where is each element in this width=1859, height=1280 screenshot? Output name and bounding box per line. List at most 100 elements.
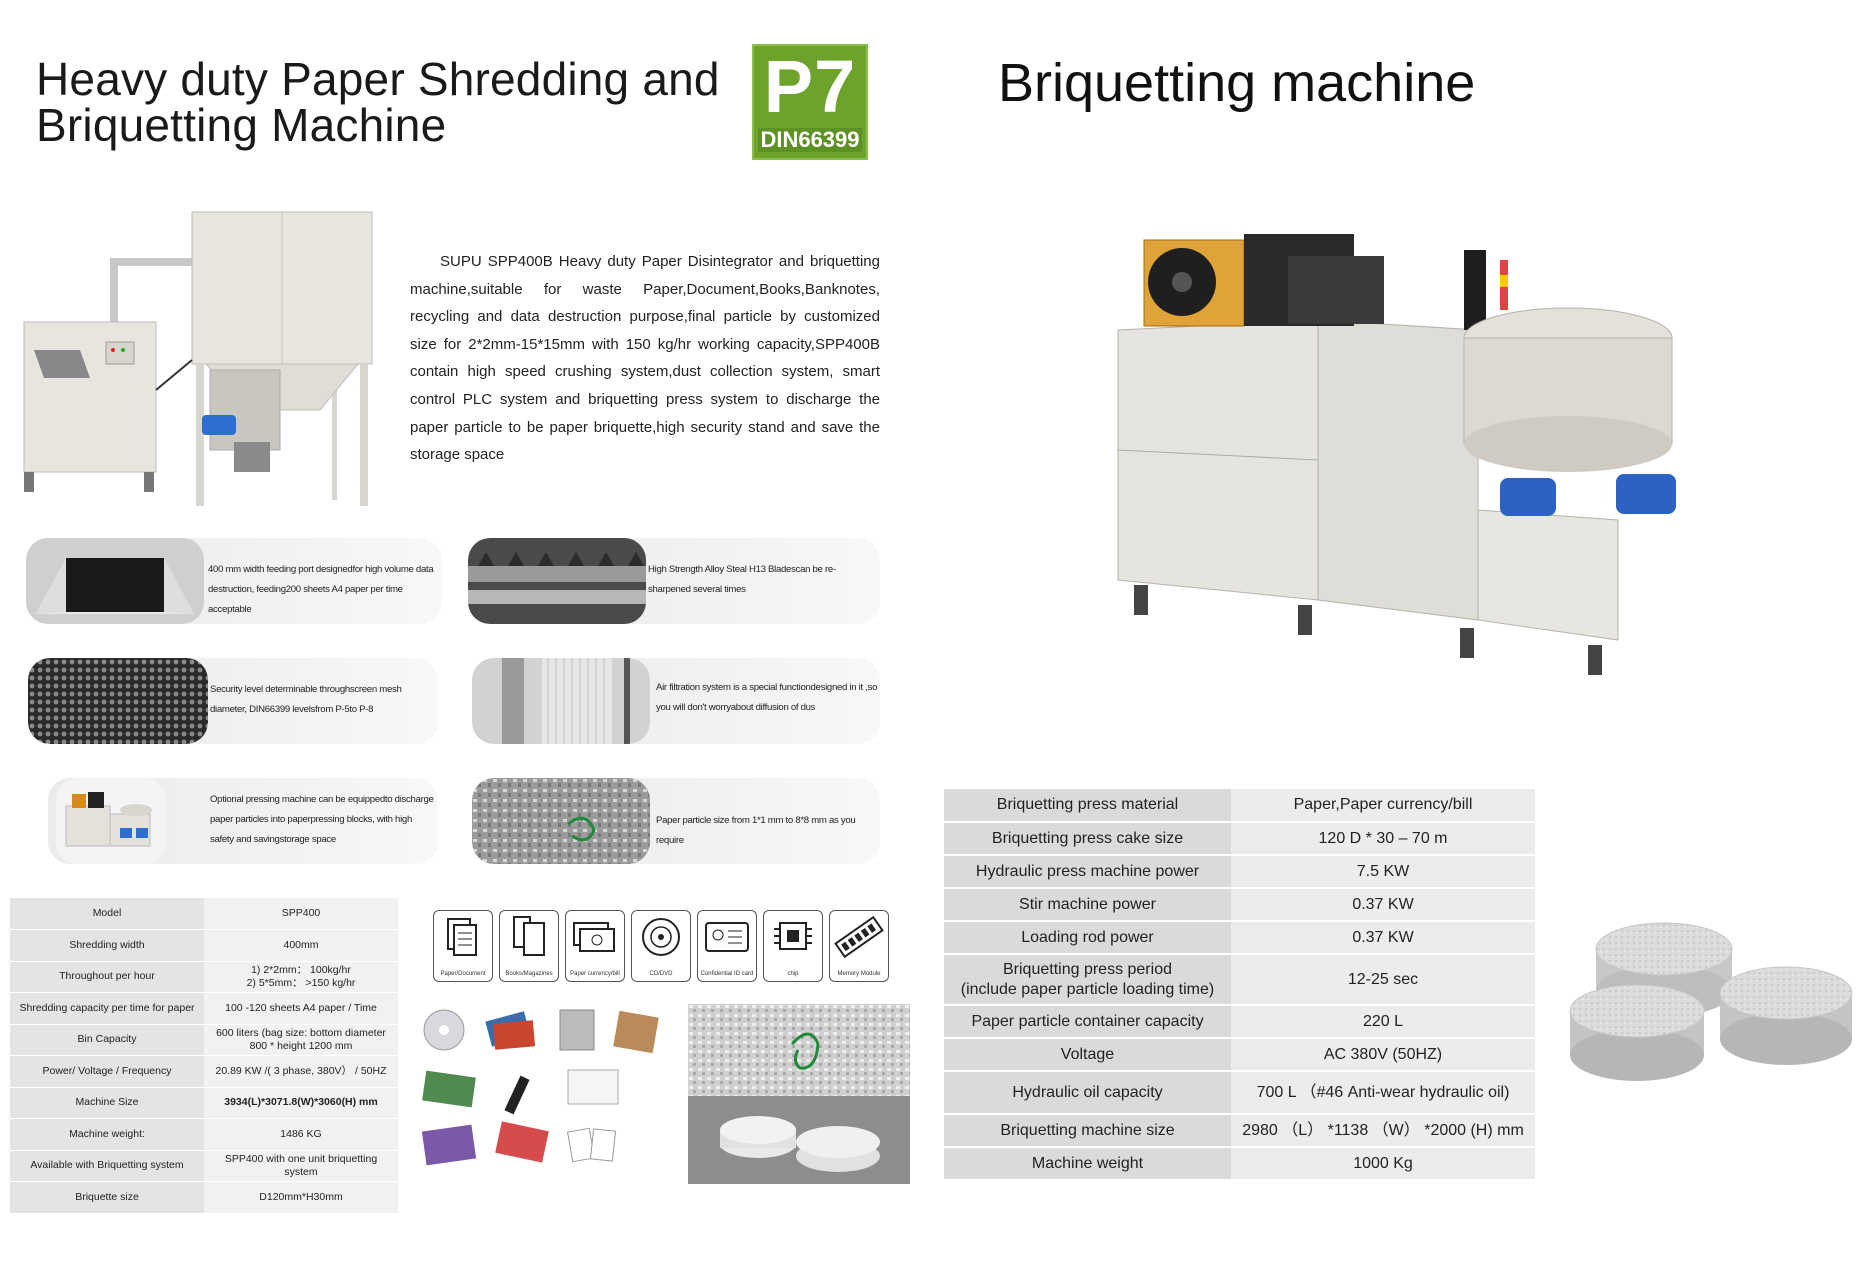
spec-key: Machine weight (944, 1147, 1231, 1181)
air-filter-image (472, 658, 650, 744)
spec-value: 20.89 KW /( 3 phase, 380V） / 50HZ (204, 1055, 398, 1088)
spec-value: D120mm*H30mm (204, 1181, 398, 1214)
memory-module-icon: Memory Module (829, 910, 889, 982)
spec-key: Machine weight: (10, 1118, 204, 1151)
icon-label: Paper currency/bill (570, 971, 620, 977)
feature-card-feeding-port: 400 mm width feeding port designedfor hi… (26, 538, 442, 624)
intro-paragraph: SUPU SPP400B Heavy duty Paper Disintegra… (410, 253, 880, 464)
feature-card-particle-size: Paper particle size from 1*1 mm to 8*8 m… (472, 778, 880, 864)
shred-and-briquette-photo (688, 1004, 910, 1184)
spec-value: 1) 2*2mm： 100kg/hr 2) 5*5mm： >150 kg/hr (204, 961, 398, 993)
spec-key: Available with Briquetting system (10, 1150, 204, 1182)
paper-briquettes-image (1569, 922, 1853, 1081)
icon-label: chip (787, 971, 799, 977)
spec-key: Hydraulic press machine power (944, 855, 1231, 889)
page-title: Heavy duty Paper Shredding and Briquetti… (36, 56, 736, 148)
document-icon: Paper/Document (433, 910, 493, 982)
icon-label: CD/DVD (649, 971, 673, 977)
spec-key: Hydraulic oil capacity (944, 1071, 1231, 1115)
spec-key: Machine Size (10, 1087, 204, 1119)
chip-icon: chip (763, 910, 823, 982)
cd-dvd-icon: CD/DVD (631, 910, 691, 982)
blades-image (468, 538, 646, 624)
badge-standard: DIN66399 (758, 128, 862, 152)
spec-value: 120 D * 30 – 70 m (1231, 822, 1535, 856)
spec-value: 0.37 KW (1231, 888, 1535, 922)
feature-text: Air filtration system is a special funct… (656, 682, 878, 713)
feature-card-blades: High Strength Alloy Steal H13 Bladescan … (468, 538, 880, 624)
table-row: Briquetting press period (include paper … (944, 954, 1535, 1006)
spec-value: 1000 Kg (1231, 1147, 1535, 1181)
spec-value: 2980 （L） *1138 （W） *2000 (H) mm (1231, 1114, 1535, 1148)
spec-value: 700 L （#46 Anti-wear hydraulic oil) (1231, 1071, 1535, 1115)
pressing-machine-thumbnail (56, 778, 166, 864)
security-level-badge: P7 DIN66399 (752, 44, 868, 160)
spec-value: SPP400 with one unit briquetting system (204, 1150, 398, 1182)
spec-value: 1486 KG (204, 1118, 398, 1151)
feature-text: 400 mm width feeding port designedfor hi… (208, 564, 434, 615)
shred-materials-collage (421, 1009, 659, 1166)
spec-key: Stir machine power (944, 888, 1231, 922)
spec-key: Paper particle container capacity (944, 1005, 1231, 1039)
spec-key: Throughout per hour (10, 961, 204, 993)
feature-card-pressing-machine: Optional pressing machine can be equippe… (48, 778, 438, 864)
spec-key: Briquetting press material (944, 789, 1231, 823)
briquetting-machine-image (1117, 234, 1676, 675)
spec-key: Bin Capacity (10, 1024, 204, 1056)
id-card-icon: Confidential ID card (697, 910, 757, 982)
spec-key: Briquetting machine size (944, 1114, 1231, 1148)
feature-text: High Strength Alloy Steal H13 Bladescan … (648, 564, 836, 595)
spec-value: SPP400 (204, 898, 398, 930)
currency-icon: Paper currency/bill (565, 910, 625, 982)
feature-text: Security level determinable throughscree… (210, 684, 402, 715)
table-row: Machine weight:1486 KG (10, 1118, 398, 1151)
spec-value: Paper,Paper currency/bill (1231, 789, 1535, 823)
feeding-port-image (26, 538, 204, 624)
spec-value: 3934(L)*3071.8(W)*3060(H) mm (204, 1087, 398, 1119)
spec-key: Shredding width (10, 929, 204, 962)
section-title-briquetting: Briquetting machine (998, 53, 1476, 113)
spec-key: Voltage (944, 1038, 1231, 1072)
badge-level: P7 (763, 45, 857, 128)
screen-mesh-image (28, 658, 208, 744)
spec-key: Briquette size (10, 1181, 204, 1214)
spec-key: Model (10, 898, 204, 930)
feature-card-air-filtration: Air filtration system is a special funct… (472, 658, 880, 744)
spec-value: 100 -120 sheets A4 paper / Time (204, 992, 398, 1025)
spec-value: 0.37 KW (1231, 921, 1535, 955)
feature-card-screen-mesh: Security level determinable throughscree… (28, 658, 438, 744)
icon-label: Memory Module (837, 971, 881, 977)
paper-particles-image (472, 778, 650, 864)
feature-text: Paper particle size from 1*1 mm to 8*8 m… (656, 815, 856, 846)
spec-key: Briquetting press cake size (944, 822, 1231, 856)
shredder-machine-image (23, 211, 373, 506)
icon-label: Confidential ID card (700, 971, 754, 977)
spec-key: Loading rod power (944, 921, 1231, 955)
title-line-1: Heavy duty Paper Shredding and (36, 53, 720, 105)
spec-value: 7.5 KW (1231, 855, 1535, 889)
books-icon: Books/Magazines (499, 910, 559, 982)
icon-label: Books/Magazines (505, 971, 553, 977)
icon-label: Paper/Document (440, 971, 486, 977)
spec-key: Briquetting press period (include paper … (944, 954, 1231, 1006)
spec-value: 12-25 sec (1231, 954, 1535, 1006)
spec-value: 400mm (204, 929, 398, 962)
title-line-2: Briquetting Machine (36, 99, 447, 151)
spec-key: Power/ Voltage / Frequency (10, 1055, 204, 1088)
